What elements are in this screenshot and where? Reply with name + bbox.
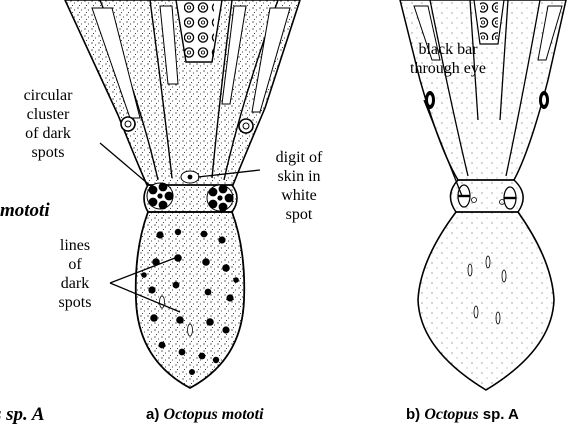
caption-b: b) Octopus sp. A [406,406,519,424]
sp-a-mantle [418,212,554,390]
cropped-species-name: mototi [0,200,50,222]
caption-a: a) Octopus mototi [146,406,264,424]
cropped-species-caption: s sp. A [0,404,45,426]
right-eye-cluster [207,185,233,212]
